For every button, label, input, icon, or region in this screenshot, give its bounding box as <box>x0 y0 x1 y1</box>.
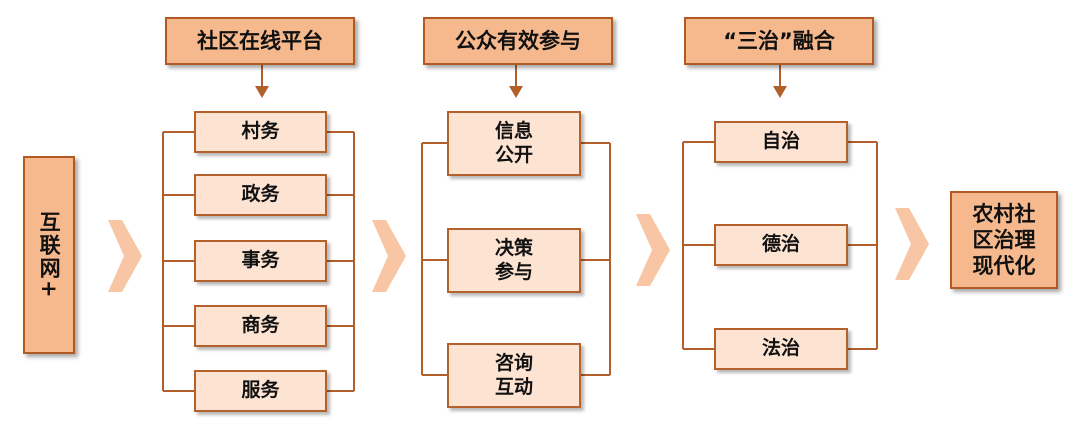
item-self-governance: 自治 <box>714 121 848 163</box>
column-2-header: 公众有效参与 <box>423 17 613 65</box>
item-public-affairs: 事务 <box>194 240 327 282</box>
output-box-modernization: 农村社 区治理 现代化 <box>950 191 1058 289</box>
down-arrow-head-col-1 <box>255 86 269 98</box>
flow-chevron-arrow-3 <box>636 214 670 286</box>
input-box-internet-plus: 互联网+ <box>23 156 75 354</box>
column-1-header: 社区在线平台 <box>165 17 355 65</box>
item-consultation-interaction: 咨询 互动 <box>447 343 581 408</box>
item-rule-of-virtue: 德治 <box>714 224 848 266</box>
item-services: 服务 <box>194 370 327 412</box>
item-info-disclosure: 信息 公开 <box>447 111 581 176</box>
down-arrow-head-col-3 <box>773 86 787 98</box>
item-rule-of-law: 法治 <box>714 328 848 370</box>
item-business-affairs: 商务 <box>194 305 327 347</box>
item-village-affairs: 村务 <box>194 111 327 153</box>
flow-chevron-arrow-2 <box>372 220 406 292</box>
item-government-affairs: 政务 <box>194 174 327 216</box>
column-3-header: “三治”融合 <box>684 17 874 65</box>
item-decision-participation: 决策 参与 <box>447 228 581 293</box>
flow-chevron-arrow-4 <box>895 208 929 280</box>
flow-chevron-arrow-1 <box>108 220 142 292</box>
down-arrow-head-col-2 <box>509 86 523 98</box>
